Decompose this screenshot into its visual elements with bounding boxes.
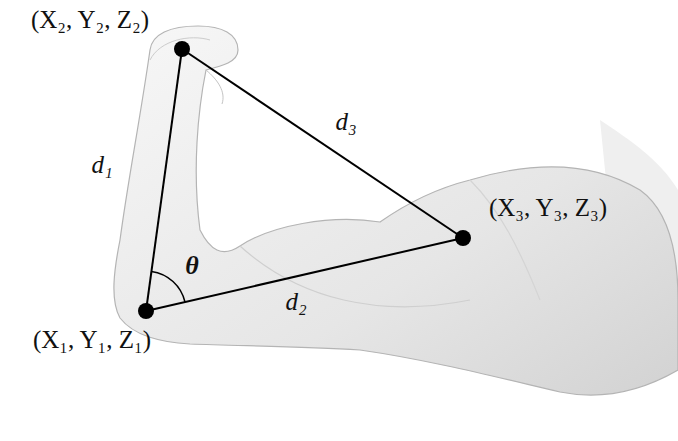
arm-outline (114, 26, 678, 395)
marker-dots (138, 41, 471, 319)
joint-dot (138, 303, 154, 319)
point-coordinate: (X₂, Y₂, Z₂) (31, 6, 149, 34)
distance-label: d₂ (285, 288, 306, 316)
segment-line (182, 49, 463, 238)
arm-shape (114, 26, 678, 395)
distance-label: d₃ (335, 108, 356, 136)
fist-shade (150, 38, 210, 60)
angle-label: θ (185, 252, 199, 281)
point-coordinate: (X₁, Y₁, Z₁) (33, 326, 151, 354)
distance-label: d₁ (91, 151, 112, 179)
joint-dot (455, 230, 471, 246)
bicep-shade (240, 246, 470, 307)
point-coordinate: (X₃, Y₃, Z₃) (489, 194, 607, 222)
measure-lines (146, 49, 463, 311)
joint-dot (174, 41, 190, 57)
segment-line (146, 49, 182, 311)
angle-arc (152, 271, 186, 302)
